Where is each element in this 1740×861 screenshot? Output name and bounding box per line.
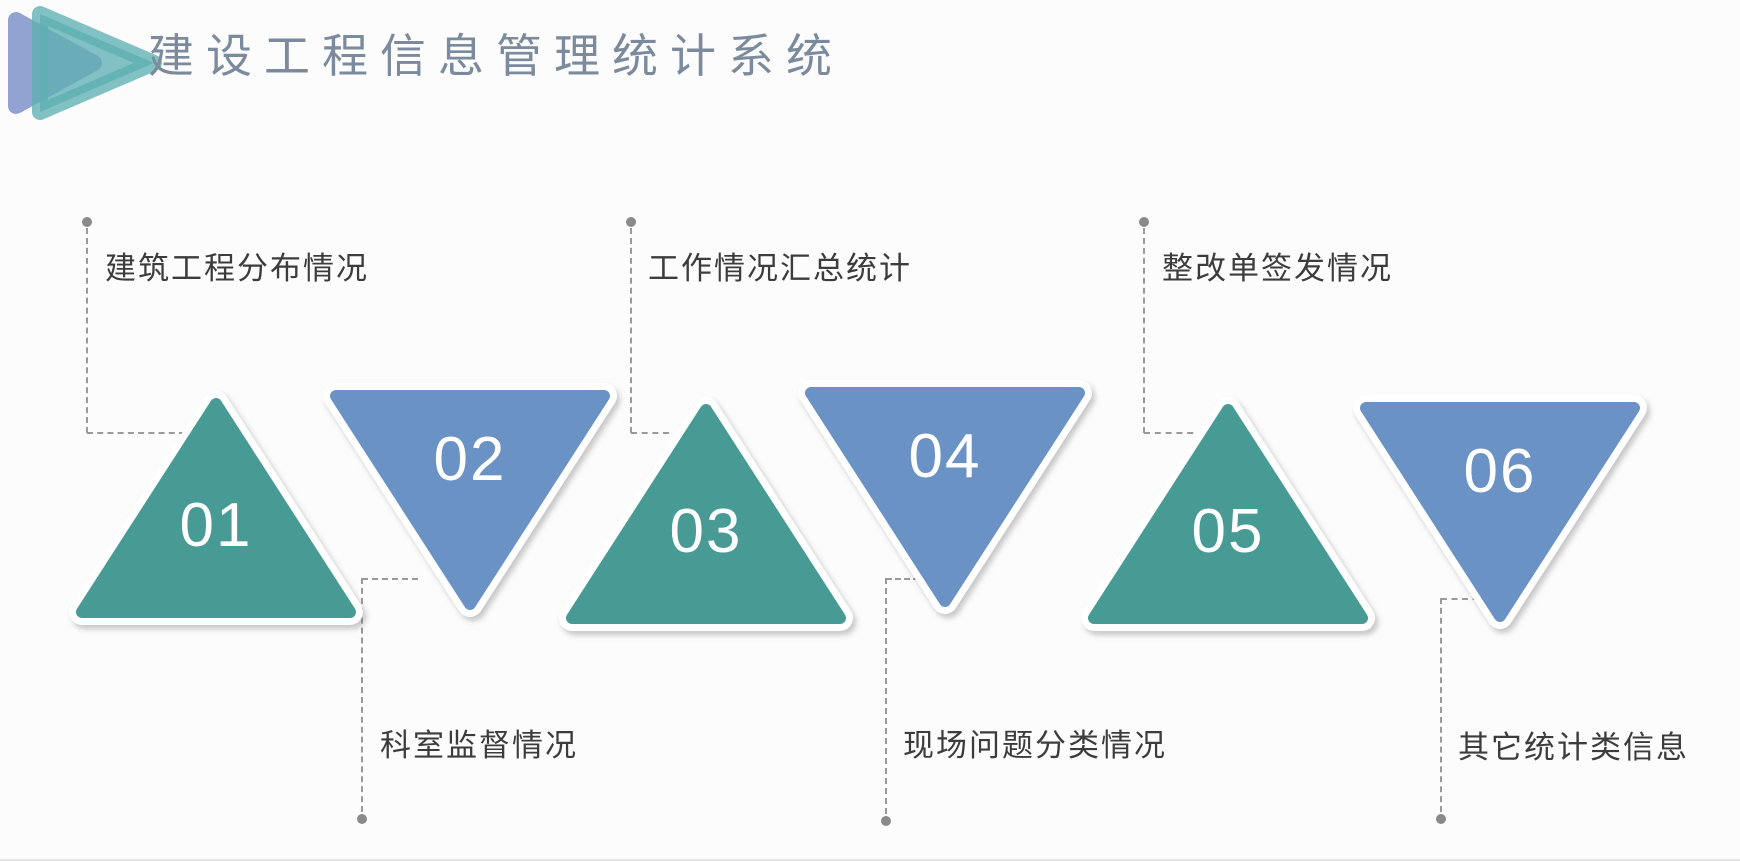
triangle-down-icon xyxy=(323,383,617,617)
connector-dot xyxy=(82,217,92,227)
triangle-down-icon xyxy=(798,380,1092,614)
connector-line xyxy=(885,578,887,814)
connector-line xyxy=(631,432,669,434)
triangle-up-icon xyxy=(559,397,853,631)
triangle-up-icon xyxy=(1081,397,1375,631)
connector-line xyxy=(87,432,185,434)
connector-line xyxy=(361,578,363,812)
step-number: 02 xyxy=(433,425,507,494)
step-number: 05 xyxy=(1191,497,1265,566)
step-label-02: 科室监督情况 xyxy=(380,728,578,763)
step-label-01: 建筑工程分布情况 xyxy=(105,251,369,286)
connector-line xyxy=(1144,432,1204,434)
triangle-down-icon xyxy=(1353,395,1647,629)
connector-line xyxy=(362,578,418,580)
step-label-06: 其它统计类信息 xyxy=(1458,730,1689,765)
connector-line xyxy=(86,228,88,433)
triangle-step-02: 02 xyxy=(320,382,620,618)
triangle-step-01: 01 xyxy=(66,390,366,626)
connector-line xyxy=(1143,228,1145,433)
triangle-step-04: 04 xyxy=(795,379,1095,615)
triangle-step-03: 03 xyxy=(556,396,856,632)
connector-dot xyxy=(626,217,636,227)
connector-dot xyxy=(357,814,367,824)
step-label-03: 工作情况汇总统计 xyxy=(648,251,912,286)
step-label-04: 现场问题分类情况 xyxy=(903,728,1167,763)
connector-line xyxy=(630,228,632,433)
connector-dot xyxy=(881,816,891,826)
connector-line xyxy=(886,578,928,580)
step-number: 03 xyxy=(669,497,743,566)
triangle-step-05: 05 xyxy=(1078,396,1378,632)
step-number: 06 xyxy=(1463,437,1537,506)
triangle-up-icon xyxy=(69,391,363,625)
play-triangles-logo-icon xyxy=(8,6,162,120)
connector-line xyxy=(1441,598,1489,600)
page-title: 建设工程信息管理统计系统 xyxy=(148,30,844,82)
triangle-step-06: 06 xyxy=(1350,394,1650,630)
step-number: 01 xyxy=(179,491,253,560)
step-number: 04 xyxy=(908,422,982,491)
connector-line xyxy=(1440,598,1442,812)
connector-dot xyxy=(1139,217,1149,227)
connector-dot xyxy=(1436,814,1446,824)
step-label-05: 整改单签发情况 xyxy=(1162,251,1393,286)
